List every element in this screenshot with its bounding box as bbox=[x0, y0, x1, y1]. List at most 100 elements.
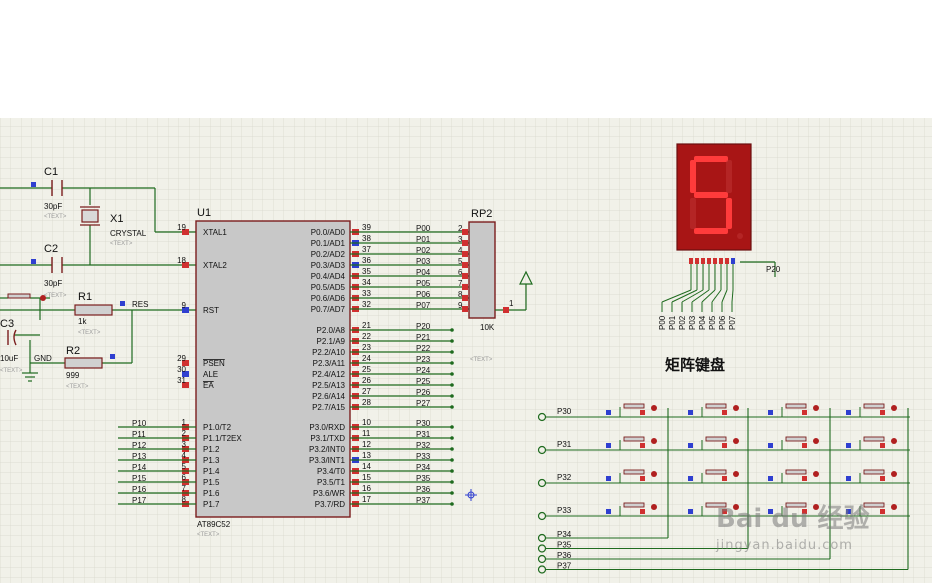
key-pin-marker bbox=[880, 410, 885, 415]
vcc-arrow-icon bbox=[519, 270, 533, 285]
key-pin-marker bbox=[722, 509, 727, 514]
net-label: P25 bbox=[416, 377, 431, 386]
u1-pin-name: P1.5 bbox=[203, 478, 220, 487]
key-switch bbox=[623, 502, 645, 508]
u1-pin-name: P2.4/A12 bbox=[312, 370, 345, 379]
u1-pin-name: P3.6/WR bbox=[313, 489, 345, 498]
c2-text-hint: <TEXT> bbox=[44, 293, 67, 299]
display-net-label: P02 bbox=[678, 315, 687, 330]
net-terminal bbox=[450, 339, 454, 343]
display-net-label: P04 bbox=[698, 315, 707, 330]
net-label: P02 bbox=[416, 246, 431, 255]
u1-pin-number: 39 bbox=[362, 223, 371, 232]
u1-pin-number: 11 bbox=[362, 429, 371, 438]
u1-pin-name: P3.3/INT1 bbox=[309, 456, 346, 465]
capacitor-c2[interactable] bbox=[51, 257, 63, 273]
net-terminal bbox=[450, 361, 454, 365]
net-label: P24 bbox=[416, 366, 431, 375]
u1-pin-number: 3 bbox=[182, 440, 187, 449]
u1-pin-name: P1.6 bbox=[203, 489, 220, 498]
net-label: P14 bbox=[132, 463, 147, 472]
key-contact-icon bbox=[891, 438, 897, 444]
net-label: P32 bbox=[416, 441, 431, 450]
key-contact-icon bbox=[733, 438, 739, 444]
reset-button[interactable] bbox=[7, 293, 46, 301]
u1-pin-name: P0.7/AD7 bbox=[311, 305, 346, 314]
u1-pin-number: 5 bbox=[182, 462, 187, 471]
display-pin-wire bbox=[691, 289, 710, 303]
key-pin-marker bbox=[688, 476, 693, 481]
u1-pin-number: 18 bbox=[177, 256, 186, 265]
key-contact-icon bbox=[813, 504, 819, 510]
u1-pin-name: P3.5/T1 bbox=[317, 478, 346, 487]
key-pin-marker bbox=[722, 476, 727, 481]
segment-a bbox=[694, 156, 728, 162]
net-label: P27 bbox=[416, 399, 431, 408]
crystal-x1[interactable] bbox=[80, 206, 100, 226]
key-switch bbox=[863, 469, 885, 475]
u1-pin-name: P2.1/A9 bbox=[317, 337, 346, 346]
u1-pin-marker bbox=[182, 262, 189, 268]
display-pin-wire bbox=[731, 289, 734, 303]
u1-body[interactable] bbox=[195, 220, 351, 518]
u1-pin-number: 4 bbox=[182, 451, 187, 460]
r1-text-hint: <TEXT> bbox=[78, 330, 101, 336]
u1-pin-number: 9 bbox=[182, 301, 187, 310]
net-label: P12 bbox=[132, 441, 147, 450]
u1-pin-name: P2.3/A11 bbox=[313, 359, 346, 368]
u1-pin-number: 15 bbox=[362, 473, 371, 482]
key-switch bbox=[705, 502, 727, 508]
rp2-body[interactable] bbox=[468, 221, 496, 319]
rp2-pin-number: 3 bbox=[458, 235, 463, 244]
c2-value: 30pF bbox=[44, 279, 62, 288]
u1-pin-name: EA bbox=[203, 381, 214, 390]
capacitor-c3[interactable] bbox=[7, 329, 17, 346]
u1-pin-number: 38 bbox=[362, 234, 371, 243]
keypad-col-terminal bbox=[537, 533, 547, 543]
resistor-r2[interactable] bbox=[64, 357, 103, 369]
key-pin-marker bbox=[606, 410, 611, 415]
c3-label: C3 bbox=[0, 318, 14, 330]
rp2-pin-marker bbox=[462, 262, 468, 268]
key-contact-icon bbox=[733, 471, 739, 477]
u1-pin-number: 6 bbox=[182, 473, 187, 482]
u1-label: U1 bbox=[197, 207, 211, 219]
u1-pin-number: 10 bbox=[362, 418, 371, 427]
u1-pin-number: 33 bbox=[362, 289, 371, 298]
c3-text-hint: <TEXT> bbox=[0, 368, 23, 374]
net-label: P20 bbox=[416, 322, 431, 331]
u1-pin-number: 32 bbox=[362, 300, 371, 309]
seven-segment-display[interactable] bbox=[676, 143, 752, 251]
net-label: P17 bbox=[132, 496, 147, 505]
u1-pin-name: P1.0/T2 bbox=[203, 423, 232, 432]
capacitor-c1[interactable] bbox=[51, 180, 63, 196]
u1-pin-name: P0.6/AD6 bbox=[311, 294, 346, 303]
key-contact-icon bbox=[813, 405, 819, 411]
rp2-pin-marker bbox=[462, 251, 468, 257]
u1-pin-number: 31 bbox=[177, 376, 186, 385]
u1-pin-marker bbox=[182, 307, 189, 313]
watermark-logo: Bai du 经验 bbox=[716, 504, 870, 534]
display-net-label: P06 bbox=[718, 315, 727, 330]
key-pin-marker bbox=[688, 509, 693, 514]
keypad-row-label: P32 bbox=[557, 473, 572, 482]
key-contact-icon bbox=[651, 405, 657, 411]
display-p20-label: P20 bbox=[766, 265, 781, 274]
net-label: P35 bbox=[416, 474, 431, 483]
keypad-col-terminal bbox=[537, 565, 547, 574]
u1-pin-marker bbox=[182, 382, 189, 388]
display-pin-marker bbox=[701, 258, 705, 264]
u1-pin-number: 28 bbox=[362, 398, 371, 407]
key-switch bbox=[785, 502, 807, 508]
watermark-url: jingyan.baidu.com bbox=[716, 538, 853, 553]
display-segments bbox=[690, 156, 743, 239]
rp2-text-hint: <TEXT> bbox=[470, 357, 493, 363]
display-pin-wire bbox=[721, 289, 728, 303]
net-label: P36 bbox=[416, 485, 431, 494]
u1-pin-name: P1.7 bbox=[203, 500, 220, 509]
net-terminal bbox=[450, 491, 454, 495]
u1-pin-marker bbox=[182, 360, 189, 366]
u1-pin-number: 25 bbox=[362, 365, 371, 374]
resistor-r1[interactable] bbox=[74, 304, 113, 316]
net-label: P16 bbox=[132, 485, 147, 494]
